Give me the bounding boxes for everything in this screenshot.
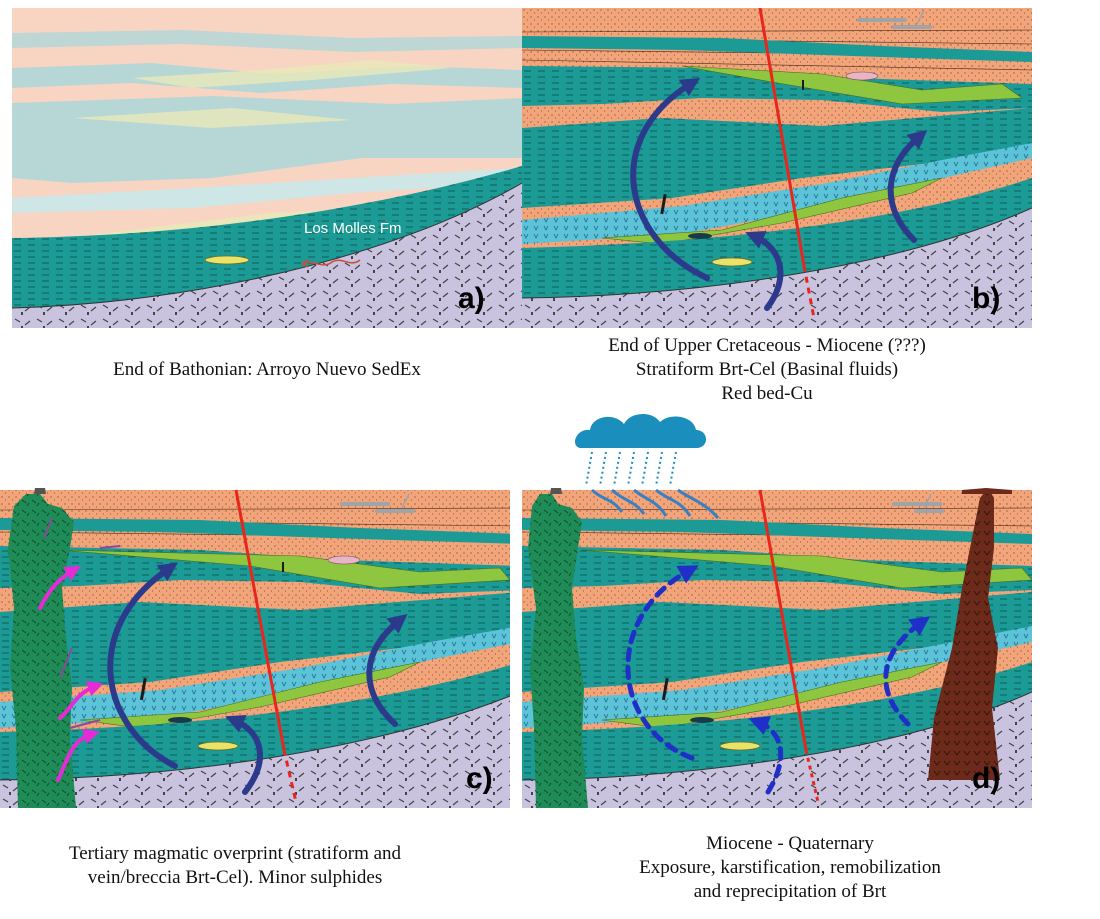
caption-line: Miocene - Quaternary bbox=[706, 833, 874, 854]
caption-panel-c: Tertiary magmatic overprint (stratiform … bbox=[0, 842, 470, 890]
caption-line: Red bed-Cu bbox=[721, 383, 813, 404]
caption-panel-d: Miocene - Quaternary Exposure, karstific… bbox=[545, 832, 1035, 904]
panel-c-label: c) bbox=[466, 762, 493, 795]
rain-cloud-icon bbox=[575, 413, 707, 487]
panel-d-diagram: d) bbox=[522, 488, 1032, 808]
panel-c-diagram: c) bbox=[0, 488, 510, 808]
panel-b-label: b) bbox=[972, 282, 1001, 315]
panel-b-diagram: b) bbox=[522, 8, 1032, 328]
panel-d-label: d) bbox=[972, 762, 1001, 795]
caption-line: vein/breccia Brt-Cel). Minor sulphides bbox=[87, 867, 383, 888]
panel-a-diagram: Los Molles Fm a) bbox=[12, 8, 522, 328]
caption-panel-b: End of Upper Cretaceous - Miocene (???) … bbox=[522, 334, 1012, 406]
panel-a-label: a) bbox=[458, 282, 485, 315]
panel-a-cross-section: Los Molles Fm bbox=[12, 8, 522, 328]
caption-line: Stratiform Brt-Cel (Basinal fluids) bbox=[635, 359, 899, 380]
caption-line: Exposure, karstification, remobilization bbox=[639, 857, 941, 878]
caption-line: End of Bathonian: Arroyo Nuevo SedEx bbox=[113, 359, 421, 380]
caption-line: End of Upper Cretaceous - Miocene (???) bbox=[608, 335, 926, 356]
panel-c-cross-section bbox=[0, 488, 510, 808]
formation-label-los-molles: Los Molles Fm bbox=[304, 220, 402, 237]
caption-line: Tertiary magmatic overprint (stratiform … bbox=[68, 843, 402, 864]
panel-d-cross-section bbox=[522, 488, 1032, 808]
panel-b-cross-section bbox=[522, 8, 1032, 328]
caption-line: and reprecipitation of Brt bbox=[693, 881, 887, 902]
caption-panel-a: End of Bathonian: Arroyo Nuevo SedEx bbox=[12, 358, 522, 382]
